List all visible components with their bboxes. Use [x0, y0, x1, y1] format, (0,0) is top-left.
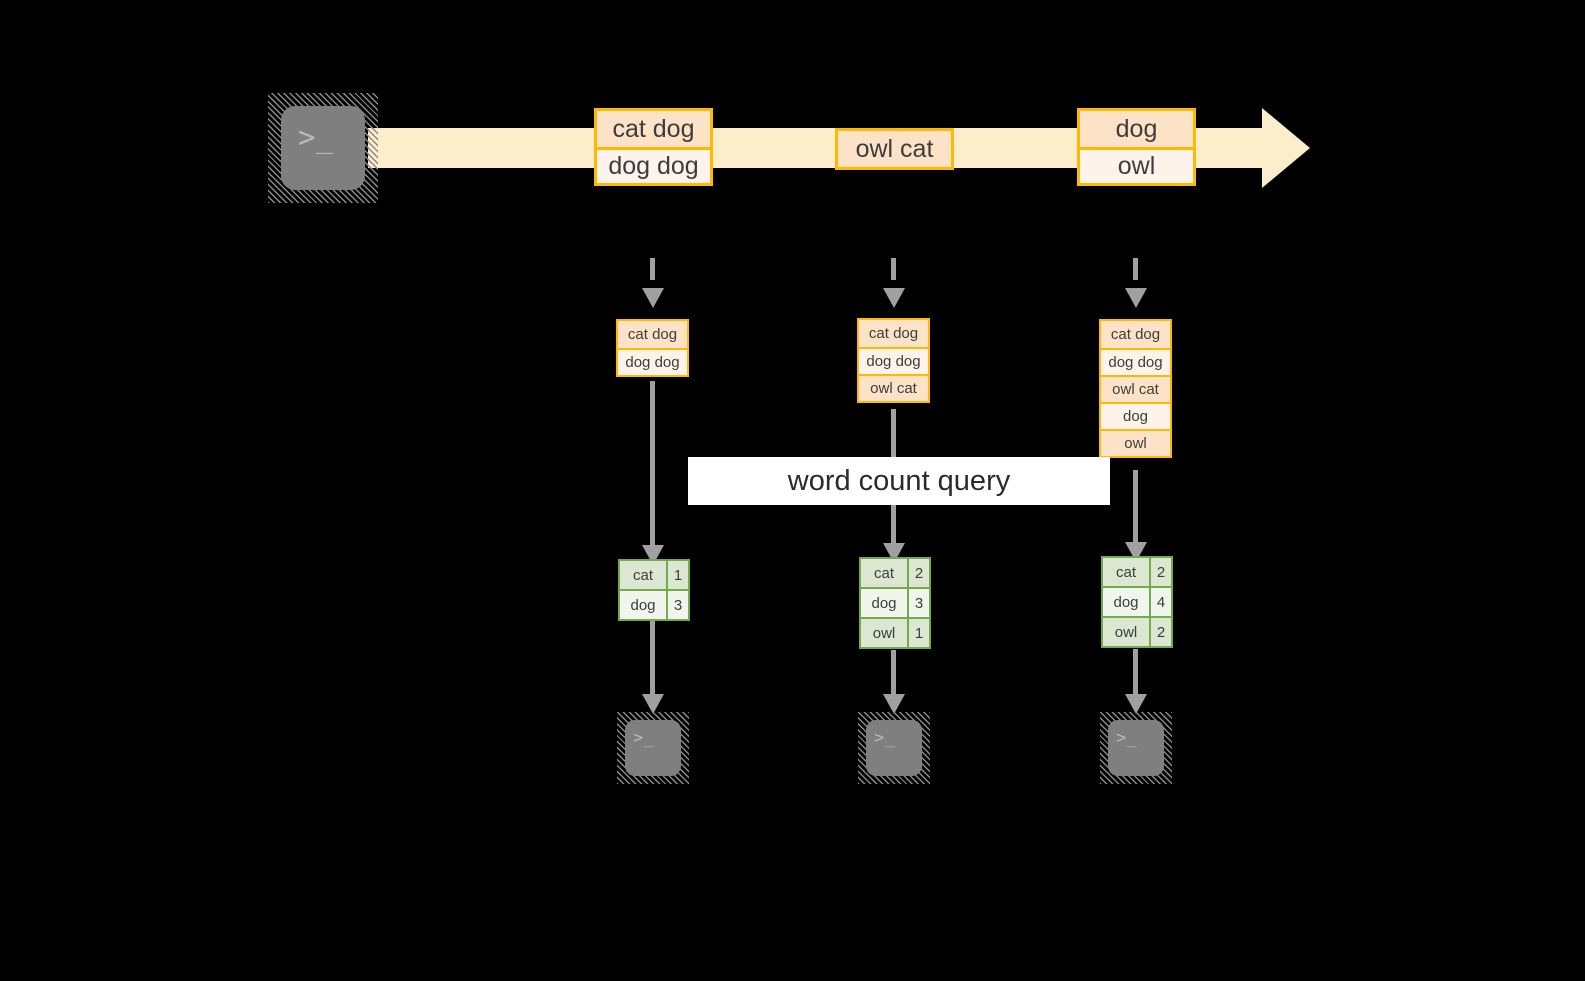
result-word: dog	[1103, 588, 1149, 616]
table-row: cat 2	[1103, 558, 1171, 586]
snapshot-trigger-arrowhead-1	[642, 288, 664, 308]
result-table-3: cat 2 dog 4 owl 2	[1101, 556, 1173, 648]
terminal-face	[1108, 720, 1164, 776]
event-line: dog dog	[597, 147, 710, 183]
terminal-prompt-glyph: >_	[874, 728, 896, 748]
terminal-prompt-glyph: >_	[633, 728, 655, 748]
result-count: 2	[907, 559, 929, 587]
result-count: 2	[1149, 558, 1171, 586]
buffer-line: dog dog	[1101, 348, 1170, 375]
buffer-line: dog	[1101, 402, 1170, 429]
buffer-1: cat dog dog dog	[616, 319, 689, 377]
query-flow-line-3	[1133, 470, 1138, 557]
buffer-line: dog dog	[618, 348, 687, 375]
sink-flow-arrowhead-2	[883, 694, 905, 714]
result-count: 4	[1149, 588, 1171, 616]
terminal-prompt-glyph: >_	[298, 120, 335, 154]
table-row: dog 4	[1103, 586, 1171, 616]
terminal-face	[281, 106, 365, 190]
event-line: dog	[1080, 111, 1193, 147]
table-row: owl 1	[861, 617, 929, 647]
sink-flow-arrowhead-1	[642, 694, 664, 714]
result-count: 2	[1149, 618, 1171, 646]
buffer-2: cat dog dog dog owl cat	[857, 318, 930, 403]
result-word: owl	[861, 619, 907, 647]
buffer-line: cat dog	[859, 320, 928, 347]
event-line: cat dog	[597, 111, 710, 147]
snapshot-trigger-line-1	[650, 258, 655, 292]
result-table-1: cat 1 dog 3	[618, 559, 690, 621]
buffer-line: owl cat	[1101, 375, 1170, 402]
source-terminal-icon: >_	[268, 93, 378, 203]
result-word: cat	[620, 561, 666, 589]
result-count: 3	[907, 589, 929, 617]
result-word: dog	[861, 589, 907, 617]
buffer-3: cat dog dog dog owl cat dog owl	[1099, 319, 1172, 458]
result-count: 3	[666, 591, 688, 619]
result-count: 1	[666, 561, 688, 589]
snapshot-trigger-line-2	[891, 258, 896, 292]
sink-terminal-icon-3: >_	[1100, 712, 1172, 784]
terminal-face	[866, 720, 922, 776]
sink-flow-line-1	[650, 621, 655, 707]
sink-flow-line-2	[891, 650, 896, 707]
result-word: dog	[620, 591, 666, 619]
buffer-line: owl	[1101, 429, 1170, 456]
buffer-line: owl cat	[859, 374, 928, 401]
sink-flow-arrowhead-3	[1125, 694, 1147, 714]
table-row: owl 2	[1103, 616, 1171, 646]
buffer-line: dog dog	[859, 347, 928, 374]
table-row: cat 1	[620, 561, 688, 589]
result-word: cat	[861, 559, 907, 587]
sink-flow-line-3	[1133, 649, 1138, 707]
stream-arrow-head-icon	[1262, 108, 1310, 188]
snapshot-trigger-arrowhead-2	[883, 288, 905, 308]
buffer-line: cat dog	[618, 321, 687, 348]
table-row: dog 3	[620, 589, 688, 619]
terminal-prompt-glyph: >_	[1116, 728, 1138, 748]
sink-terminal-icon-2: >_	[858, 712, 930, 784]
stream-event-3: dog owl	[1077, 108, 1196, 186]
result-count: 1	[907, 619, 929, 647]
table-row: cat 2	[861, 559, 929, 587]
result-word: owl	[1103, 618, 1149, 646]
result-word: cat	[1103, 558, 1149, 586]
event-line: owl	[1080, 147, 1193, 183]
query-label: word count query	[688, 457, 1110, 505]
table-row: dog 3	[861, 587, 929, 617]
snapshot-trigger-line-3	[1133, 258, 1138, 292]
stream-event-1: cat dog dog dog	[594, 108, 713, 186]
event-line: owl cat	[838, 131, 951, 167]
terminal-face	[625, 720, 681, 776]
sink-terminal-icon-1: >_	[617, 712, 689, 784]
stream-event-2: owl cat	[835, 128, 954, 170]
result-table-2: cat 2 dog 3 owl 1	[859, 557, 931, 649]
snapshot-trigger-arrowhead-3	[1125, 288, 1147, 308]
query-flow-line-1	[650, 381, 655, 559]
buffer-line: cat dog	[1101, 321, 1170, 348]
